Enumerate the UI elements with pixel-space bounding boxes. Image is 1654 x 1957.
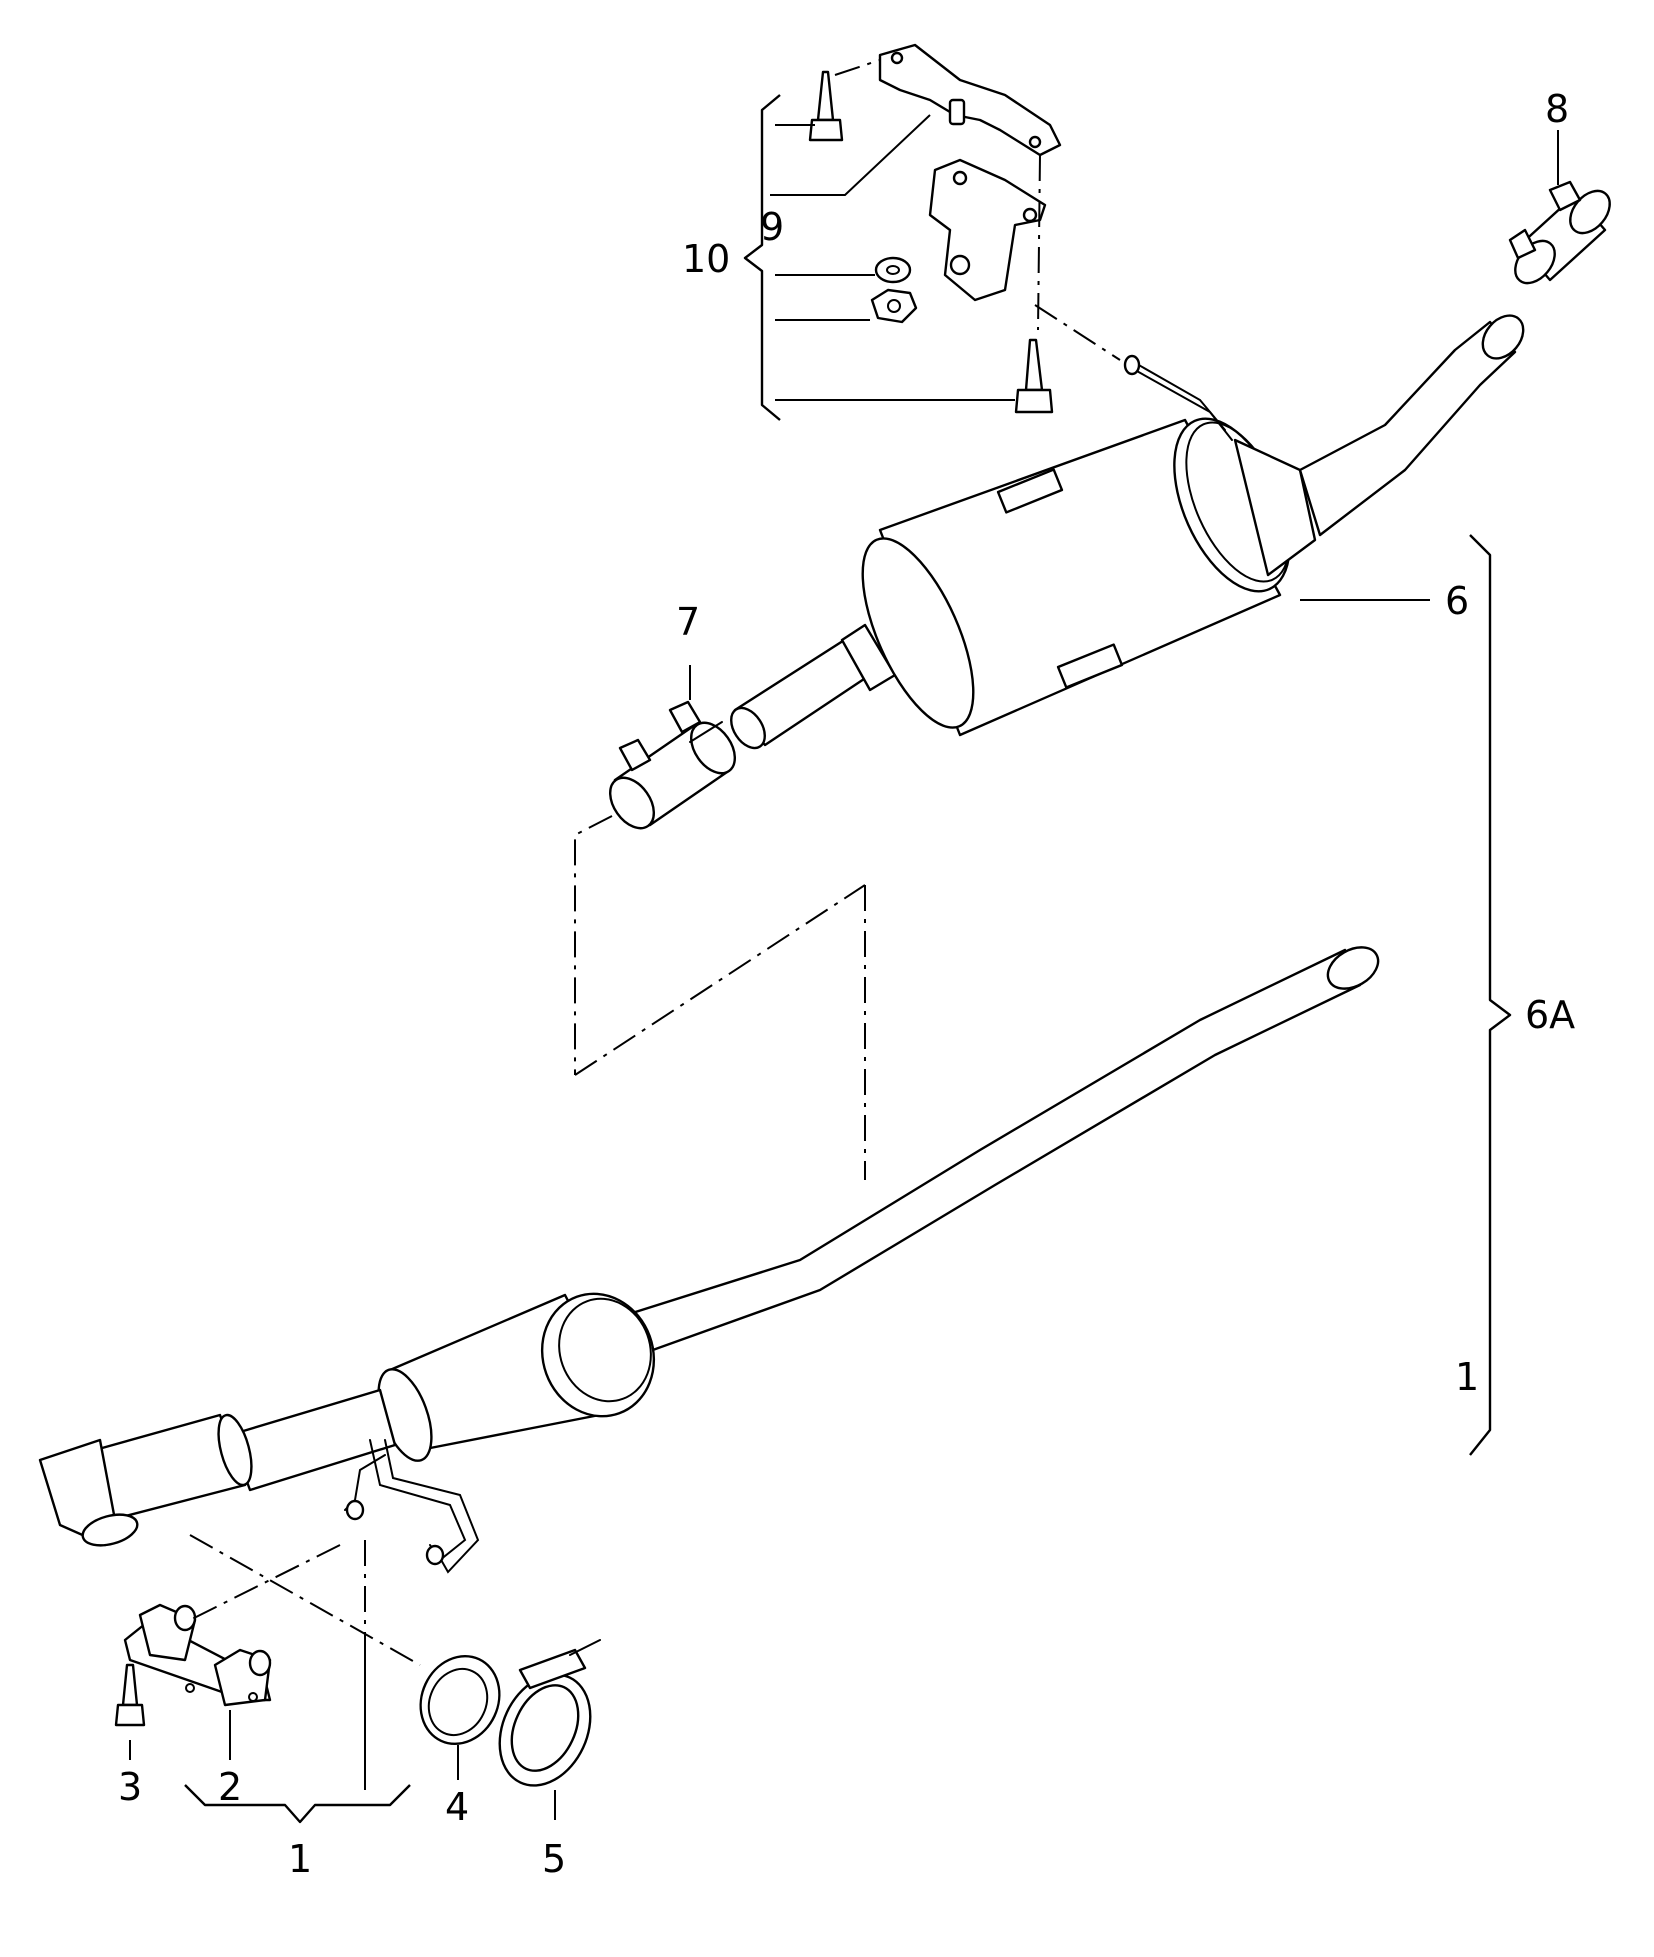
clamp-7: [608, 700, 737, 830]
band-clamp: [498, 1639, 601, 1787]
callout-10: 10: [682, 237, 730, 281]
callout-2: 2: [218, 1765, 242, 1809]
callout-3: 3: [118, 1765, 142, 1809]
callout-7: 7: [676, 600, 700, 644]
support-bracket: [123, 1603, 272, 1707]
nut: [870, 288, 918, 324]
hanger-assembly: [743, 43, 1121, 421]
callout-9: 9: [760, 205, 784, 249]
catalytic-converter: [730, 314, 1525, 750]
gasket: [419, 1654, 501, 1746]
clamp-8: [1508, 180, 1611, 285]
callout-5: 5: [542, 1837, 566, 1881]
callout-6: 6: [1445, 579, 1469, 623]
rubber-hanger: [928, 158, 1047, 302]
callout-1-right: 1: [1455, 1355, 1479, 1399]
front-exhaust-pipe: [38, 946, 1380, 1574]
callout-6a: 6A: [1525, 993, 1575, 1037]
brace-10: [743, 94, 781, 421]
bolt-lower: [1014, 338, 1054, 414]
bolt-3: [114, 1663, 146, 1727]
callout-4: 4: [445, 1785, 469, 1829]
callout-8: 8: [1545, 87, 1569, 131]
callout-1-bottom: 1: [288, 1837, 312, 1881]
brace-6a: [1469, 534, 1512, 1456]
bolt-upper: [808, 70, 844, 142]
washer: [874, 256, 912, 284]
mounting-bracket-plate: [878, 43, 1062, 157]
